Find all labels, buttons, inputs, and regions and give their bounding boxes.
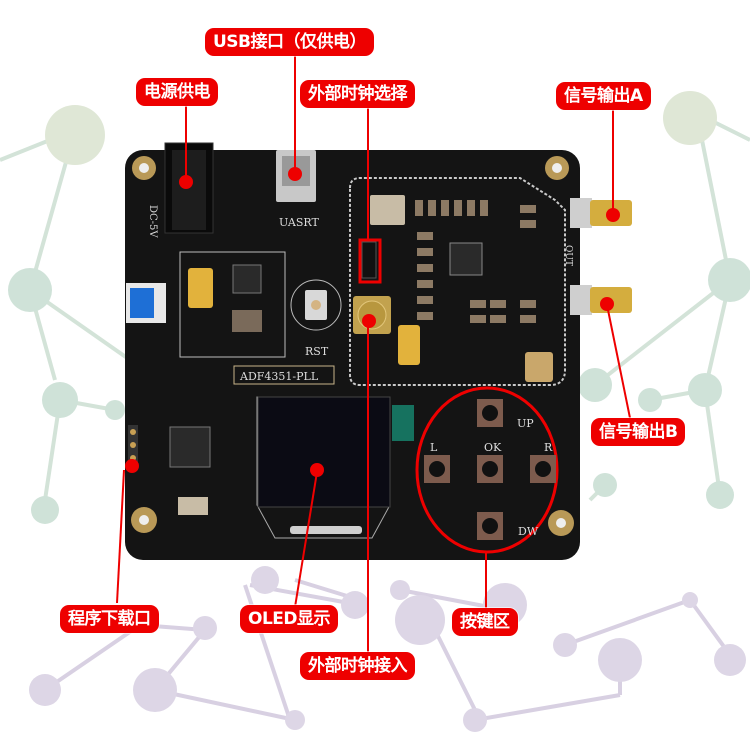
keypad xyxy=(415,386,559,554)
crystal-oscillator xyxy=(370,195,405,225)
callout-clock-select: 外部时钟选择 xyxy=(300,80,415,108)
tantalum-capacitor-2 xyxy=(398,325,420,365)
silk-key-right: R xyxy=(544,441,553,454)
sma-output-a xyxy=(570,198,632,228)
silk-uasrt: UASRT xyxy=(279,216,320,229)
dc-power-jack xyxy=(164,142,214,234)
smd-components xyxy=(415,200,536,323)
silk-dc5v: DC-5V xyxy=(147,205,158,238)
silk-board-name: ADF4351-PLL xyxy=(239,370,319,383)
callout-output-a: 信号输出A xyxy=(556,82,651,110)
callout-download-port: 程序下载口 xyxy=(60,605,159,633)
reset-button xyxy=(290,279,342,331)
callout-keypad: 按键区 xyxy=(452,608,518,636)
rf-logo-pad xyxy=(525,352,553,382)
callout-power-supply: 电源供电 xyxy=(136,78,218,106)
mounting-holes xyxy=(131,156,574,536)
rf-section-outline xyxy=(349,177,566,386)
callout-usb-port: USB接口（仅供电） xyxy=(205,28,375,56)
silk-key-ok: OK xyxy=(484,441,502,454)
callout-output-b: 信号输出B xyxy=(591,418,686,446)
adf4351-chip xyxy=(449,242,483,276)
silk-rst: RST xyxy=(305,345,329,358)
callout-clock-input: 外部时钟接入 xyxy=(300,652,415,680)
silk-key-left: L xyxy=(430,441,438,454)
callout-leaders xyxy=(116,53,631,652)
silk-out: OUT xyxy=(563,245,573,266)
power-switch xyxy=(126,283,166,323)
callout-oled-display: OLED显示 xyxy=(240,605,339,633)
silk-key-down: DW xyxy=(518,525,539,538)
sma-output-b xyxy=(570,285,632,315)
crystal-2 xyxy=(178,497,208,515)
tantalum-capacitor xyxy=(188,268,213,308)
mcu-chip xyxy=(169,426,211,468)
silk-key-up: UP xyxy=(517,417,534,430)
clock-select-jumper xyxy=(358,238,382,284)
